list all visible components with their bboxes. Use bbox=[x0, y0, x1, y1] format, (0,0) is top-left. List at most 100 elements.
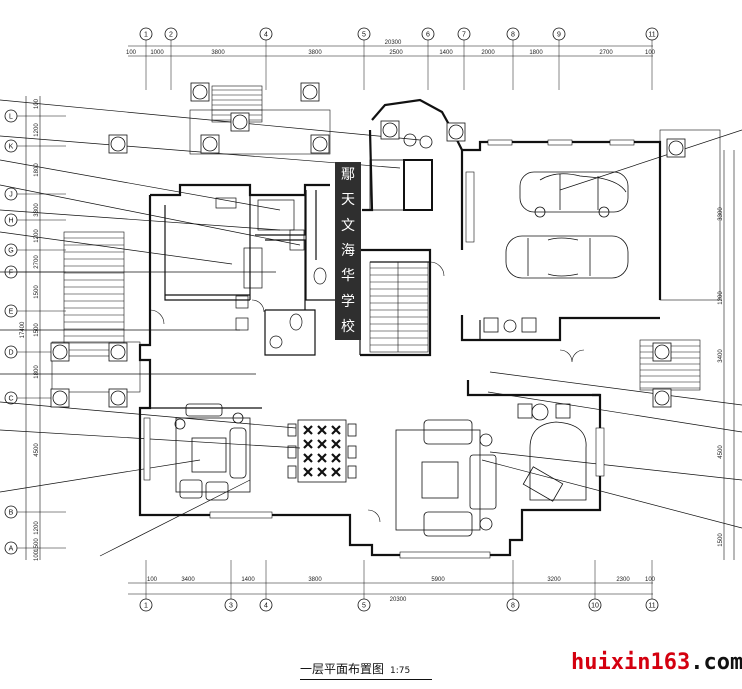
dim-value: 1400 bbox=[439, 50, 453, 56]
grid-bubble-bottom: 10 bbox=[588, 598, 602, 612]
dim-value: 2700 bbox=[599, 50, 613, 56]
column bbox=[108, 388, 128, 408]
title-underline bbox=[300, 679, 432, 680]
dim-value: 100 bbox=[645, 577, 656, 583]
exterior-walls bbox=[138, 98, 662, 557]
grid-bubble-left: L bbox=[4, 109, 18, 123]
bottom-total-dim: 20300 bbox=[390, 597, 407, 603]
grid-bubble-left: H bbox=[4, 213, 18, 227]
dim-value: 3800 bbox=[308, 50, 322, 56]
school-watermark: 鄢 天 文 海 华 学 校 bbox=[335, 162, 361, 340]
drawing-title-text: 一层平面布置图 bbox=[300, 662, 385, 676]
grid-bubble-top: 4 bbox=[259, 27, 273, 41]
grid-bubble-bottom: 4 bbox=[259, 598, 273, 612]
grid-label: 1 bbox=[144, 603, 148, 610]
grid-label: D bbox=[8, 350, 13, 357]
grid-label: 4 bbox=[264, 603, 268, 610]
brand-name: huixin163 bbox=[571, 650, 691, 675]
column bbox=[446, 122, 466, 142]
grid-bubble-top: 9 bbox=[552, 27, 566, 41]
watermark-char: 学 bbox=[341, 293, 355, 310]
dim-value: 3400 bbox=[181, 577, 195, 583]
grid-label: 8 bbox=[511, 603, 515, 610]
dim-value: 3300 bbox=[34, 203, 40, 217]
dim-value: 5900 bbox=[431, 577, 445, 583]
dim-value: 1500 bbox=[718, 533, 724, 547]
left-dimension-line bbox=[25, 96, 41, 560]
watermark-char: 文 bbox=[341, 217, 355, 234]
column bbox=[652, 342, 672, 362]
watermark-char: 天 bbox=[341, 192, 355, 209]
column bbox=[108, 134, 128, 154]
grid-label: 7 bbox=[462, 32, 466, 39]
grid-label: 10 bbox=[591, 603, 599, 610]
drawing-title: 一层平面布置图 1:75 bbox=[300, 660, 410, 677]
grid-bubble-left: D bbox=[4, 345, 18, 359]
grid-label: F bbox=[9, 270, 13, 277]
site-brand[interactable]: huixin163.com bbox=[571, 650, 742, 675]
grid-label: B bbox=[9, 510, 14, 517]
lounge-set bbox=[174, 403, 251, 501]
dim-value: 3800 bbox=[211, 50, 225, 56]
column bbox=[380, 120, 400, 140]
grid-label: E bbox=[9, 309, 14, 316]
bottom-dimension-line bbox=[128, 582, 653, 595]
grid-bubble-top: 2 bbox=[164, 27, 178, 41]
dim-value: 1200 bbox=[34, 521, 40, 535]
grid-bubble-left: K bbox=[4, 139, 18, 153]
grid-bubble-bottom: 11 bbox=[645, 598, 659, 612]
grid-label: G bbox=[8, 248, 13, 255]
grid-label: 3 bbox=[229, 603, 233, 610]
dim-value: 3800 bbox=[308, 577, 322, 583]
grid-bubble-left: C bbox=[4, 391, 18, 405]
dim-value: 4500 bbox=[718, 445, 724, 459]
column bbox=[666, 138, 686, 158]
leader-lines bbox=[0, 99, 742, 557]
grid-bubble-top: 11 bbox=[645, 27, 659, 41]
grid-label: J bbox=[9, 192, 13, 199]
watermark-char: 校 bbox=[341, 319, 355, 336]
dim-value: 2000 bbox=[481, 50, 495, 56]
grid-bubble-bottom: 8 bbox=[506, 598, 520, 612]
bathroom-fixtures bbox=[215, 197, 327, 349]
grid-label: C bbox=[8, 396, 13, 403]
grid-bubble-bottom: 3 bbox=[224, 598, 238, 612]
dim-value: 1200 bbox=[34, 123, 40, 137]
grid-bubble-top: 7 bbox=[457, 27, 471, 41]
drawing-scale: 1:75 bbox=[390, 666, 411, 676]
grid-label: 1 bbox=[144, 32, 148, 39]
dim-value: 100 bbox=[645, 50, 656, 56]
grid-bubble-left: B bbox=[4, 505, 18, 519]
dim-value: 1500 bbox=[34, 538, 40, 552]
grid-bubble-left: E bbox=[4, 304, 18, 318]
garage-cars bbox=[505, 171, 629, 279]
watermark-char: 海 bbox=[341, 242, 355, 259]
column bbox=[310, 134, 330, 154]
grid-label: K bbox=[9, 144, 14, 151]
dim-value: 100 bbox=[126, 50, 137, 56]
top-total-dim: 20300 bbox=[385, 40, 402, 46]
grid-label: 5 bbox=[362, 32, 366, 39]
watermark-char: 鄢 bbox=[341, 166, 355, 183]
grid-label: 11 bbox=[648, 32, 655, 39]
dim-value: 100 bbox=[147, 577, 158, 583]
top-dimension-line bbox=[128, 45, 653, 57]
column bbox=[652, 388, 672, 408]
grid-label: L bbox=[9, 114, 13, 121]
right-exterior-stair bbox=[639, 129, 721, 391]
grid-bubble-bottom: 1 bbox=[139, 598, 153, 612]
grid-bubble-left: A bbox=[4, 541, 18, 555]
dim-value: 100 bbox=[34, 550, 40, 561]
master-bed bbox=[369, 133, 433, 211]
column bbox=[108, 342, 128, 362]
grid-label: 9 bbox=[557, 32, 561, 39]
dim-value: 1200 bbox=[34, 229, 40, 243]
dim-value: 1400 bbox=[241, 577, 255, 583]
column bbox=[50, 342, 70, 362]
column bbox=[230, 112, 250, 132]
column bbox=[190, 82, 210, 102]
grid-bubble-top: 1 bbox=[139, 27, 153, 41]
